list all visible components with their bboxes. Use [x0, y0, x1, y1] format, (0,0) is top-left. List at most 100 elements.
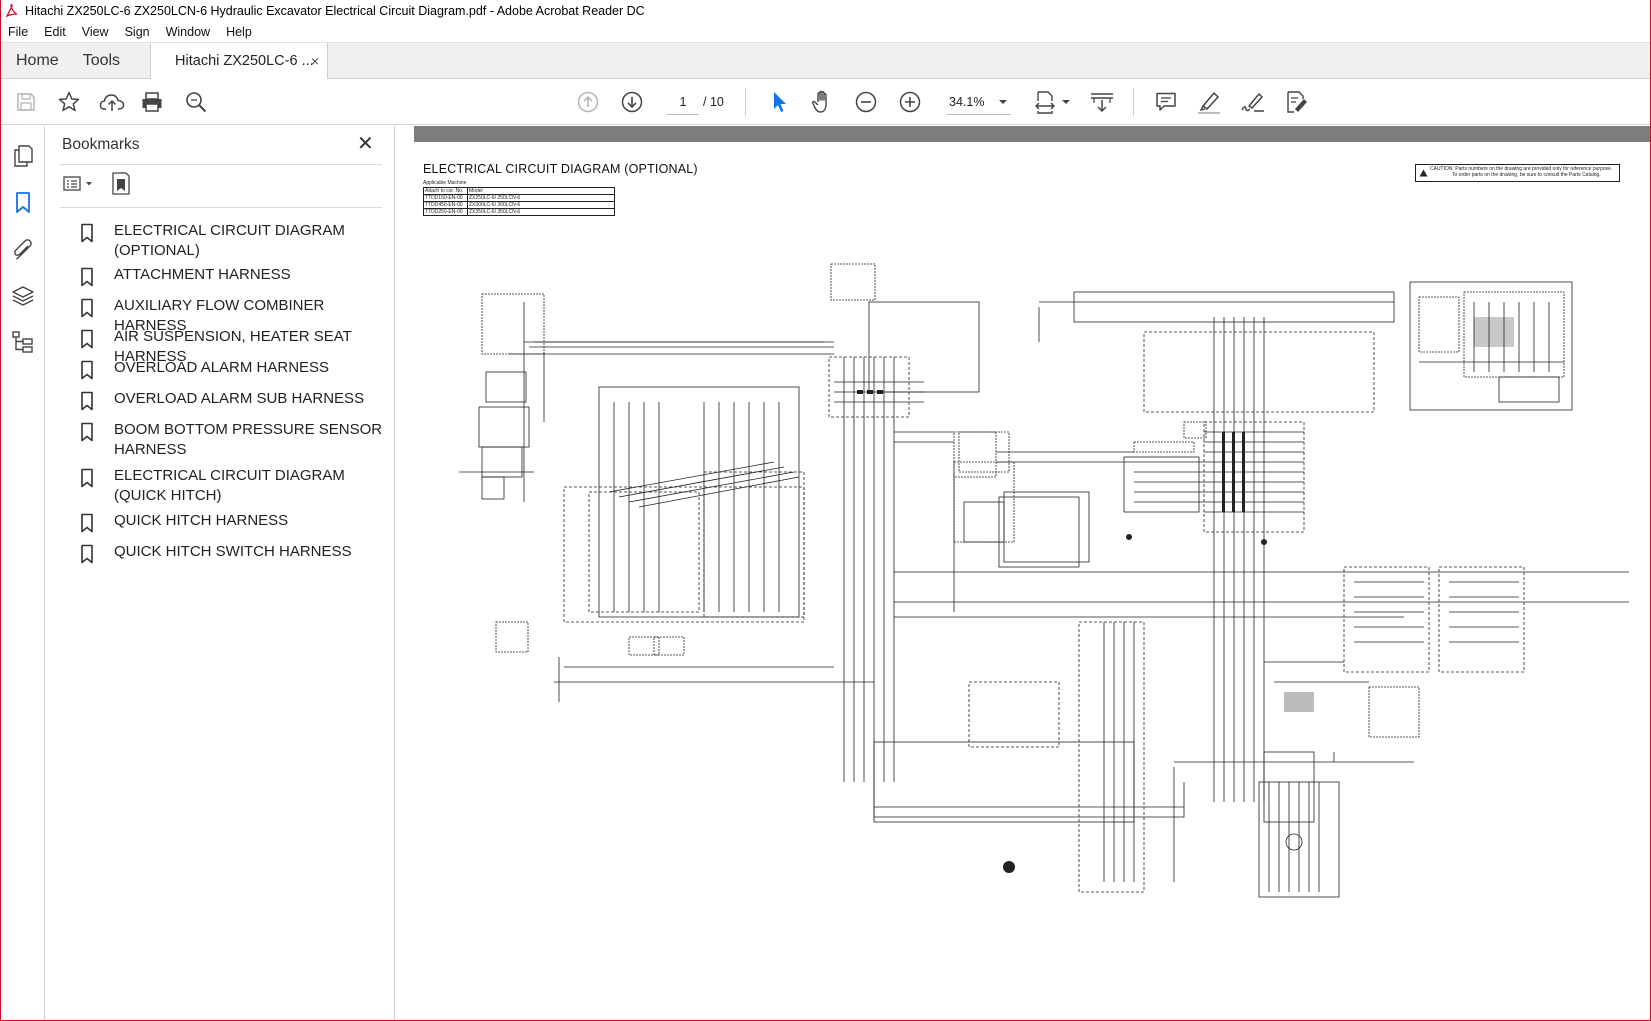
close-tab-icon[interactable]: ×	[310, 53, 320, 69]
warning-icon	[1419, 169, 1428, 177]
bookmark-item-icon	[81, 329, 93, 349]
hand-icon[interactable]	[808, 79, 838, 125]
search-zoom-icon[interactable]	[181, 79, 211, 125]
menu-file[interactable]: File	[8, 24, 29, 39]
upload-icon[interactable]	[97, 79, 127, 125]
bookmark-options-menu[interactable]	[62, 173, 98, 200]
page-gap-band	[414, 126, 1650, 142]
circuit-schematic	[459, 263, 1629, 898]
acrobat-app-icon	[5, 3, 18, 17]
zoom-dropdown-chevron-icon[interactable]	[995, 79, 1011, 125]
toolbar: 1 / 10 34.1%	[1, 79, 1650, 125]
toolbar-divider	[745, 88, 746, 116]
structure-icon[interactable]	[10, 329, 36, 355]
bookmark-item-label: AIR SUSPENSION, HEATER SEAT HARNESS	[114, 328, 352, 365]
scroll-mode-icon[interactable]	[1087, 79, 1117, 125]
tab-home[interactable]: Home	[16, 51, 59, 69]
machine-table: Attach to cor. No. Model TTDD150-EN-00 Z…	[423, 187, 615, 216]
bookmark-item-label: ATTACHMENT HARNESS	[114, 266, 291, 283]
bookmark-item-icon	[81, 513, 93, 533]
bookmark-item[interactable]: ATTACHMENT HARNESS	[79, 265, 389, 287]
menu-view[interactable]: View	[81, 24, 109, 39]
bookmark-item[interactable]: QUICK HITCH SWITCH HARNESS	[79, 542, 389, 564]
layers-icon[interactable]	[10, 283, 36, 309]
attachment-icon[interactable]	[10, 237, 36, 263]
tab-tools[interactable]: Tools	[82, 51, 121, 69]
bookmark-item[interactable]: QUICK HITCH HARNESS	[79, 511, 389, 533]
menu-help[interactable]: Help	[226, 24, 252, 39]
menu-bar: File Edit View Sign Window Help	[1, 21, 1650, 43]
window-title: Hitachi ZX250LC-6 ZX250LCN-6 Hydraulic E…	[25, 3, 645, 18]
bookmark-item-icon	[81, 298, 93, 318]
fit-dropdown-chevron-icon[interactable]	[1059, 79, 1073, 125]
document-viewport[interactable]: ELECTRICAL CIRCUIT DIAGRAM (OPTIONAL) Ap…	[396, 126, 1650, 1020]
sign-icon[interactable]	[1238, 79, 1268, 125]
star-icon[interactable]	[54, 79, 84, 125]
bookmark-item[interactable]: AUXILIARY FLOW COMBINER HARNESS	[79, 296, 389, 336]
bookmark-item[interactable]: ELECTRICAL CIRCUIT DIAGRAM (QUICK HITCH)	[79, 466, 389, 506]
menu-sign[interactable]: Sign	[124, 24, 150, 39]
page-total: / 10	[703, 95, 724, 109]
bookmark-item-label: AUXILIARY FLOW COMBINER HARNESS	[114, 297, 325, 334]
bookmarks-panel-title: Bookmarks	[62, 136, 140, 153]
bookmark-item-icon	[81, 267, 93, 287]
bookmark-item-icon	[81, 544, 93, 564]
tab-document-label: Hitachi ZX250LC-6 ...	[175, 53, 314, 69]
save-icon[interactable]	[11, 79, 41, 125]
bookmark-item-label: ELECTRICAL CIRCUIT DIAGRAM (QUICK HITCH)	[114, 467, 345, 504]
caution-line-1: CAUTION: Parts numbers on the drawing ar…	[1430, 166, 1613, 172]
bookmark-item-label: QUICK HITCH SWITCH HARNESS	[114, 543, 352, 560]
next-page-icon[interactable]	[617, 79, 647, 125]
highlight-icon[interactable]	[1194, 79, 1224, 125]
bookmark-item-label: OVERLOAD ALARM HARNESS	[114, 359, 330, 376]
page-number-input[interactable]: 1	[667, 89, 699, 115]
title-bar: Hitachi ZX250LC-6 ZX250LCN-6 Hydraulic E…	[1, 0, 1650, 21]
zoom-level-input[interactable]: 34.1%	[947, 89, 1011, 115]
zoom-in-icon[interactable]	[895, 79, 925, 125]
new-bookmark-icon	[112, 172, 130, 195]
toolbar-divider	[1133, 88, 1134, 116]
diagram-heading: ELECTRICAL CIRCUIT DIAGRAM (OPTIONAL)	[423, 162, 698, 176]
bookmark-item[interactable]: OVERLOAD ALARM HARNESS	[79, 358, 389, 380]
panel-divider	[60, 207, 382, 208]
bookmark-item[interactable]: BOOM BOTTOM PRESSURE SENSOR HARNESS	[79, 420, 389, 460]
caution-note: CAUTION: Parts numbers on the drawing ar…	[1415, 164, 1620, 182]
bookmark-item-label: BOOM BOTTOM PRESSURE SENSOR HARNESS	[114, 421, 383, 458]
fill-sign-icon[interactable]	[1282, 79, 1312, 125]
menu-edit[interactable]: Edit	[44, 24, 66, 39]
applicable-machine-label: Applicable Machine	[423, 180, 467, 186]
zoom-level-value: 34.1%	[949, 94, 985, 109]
bookmark-item-label: OVERLOAD ALARM SUB HARNESS	[114, 390, 365, 407]
bookmarks-panel: Bookmarks ✕ ELECTRICAL CIRCUIT DIAGRAM (…	[45, 126, 395, 1020]
bookmark-item[interactable]: AIR SUSPENSION, HEATER SEAT HARNESS	[79, 327, 389, 367]
left-icon-rail	[1, 126, 45, 1020]
select-cursor-icon[interactable]	[764, 79, 794, 125]
bookmark-item[interactable]: OVERLOAD ALARM SUB HARNESS	[79, 389, 389, 411]
new-bookmark-button[interactable]	[110, 171, 132, 202]
applicable-machine-table: Applicable Machine Attach to cor. No. Mo…	[423, 180, 615, 216]
bookmark-item-label: QUICK HITCH HARNESS	[114, 512, 289, 529]
tab-bar: Home Tools Hitachi ZX250LC-6 ... ×	[1, 43, 1650, 79]
panel-divider	[60, 164, 382, 165]
bookmark-icon[interactable]	[10, 190, 36, 216]
table-cell: ZX350LC-6/ 350LCN-6	[467, 208, 615, 216]
fit-page-icon[interactable]	[1031, 79, 1061, 125]
print-icon[interactable]	[137, 79, 167, 125]
tab-document[interactable]: Hitachi ZX250LC-6 ... ×	[150, 43, 329, 79]
table-row: TTDD250-EN-00 ZX350LC-6/ 350LCN-6	[423, 208, 615, 216]
bookmark-item[interactable]: ELECTRICAL CIRCUIT DIAGRAM (OPTIONAL)	[79, 221, 389, 261]
pdf-page: ELECTRICAL CIRCUIT DIAGRAM (OPTIONAL) Ap…	[414, 142, 1650, 1020]
bookmark-item-icon	[81, 360, 93, 380]
caution-line-2: To order parts on the drawing, be sure t…	[1452, 172, 1601, 178]
close-panel-icon[interactable]: ✕	[357, 133, 374, 155]
options-list-icon	[63, 176, 92, 191]
bookmark-item-icon	[81, 391, 93, 411]
prev-page-icon[interactable]	[573, 79, 603, 125]
bookmark-item-label: ELECTRICAL CIRCUIT DIAGRAM (OPTIONAL)	[114, 222, 345, 259]
comment-icon[interactable]	[1151, 79, 1181, 125]
bookmark-item-icon	[81, 223, 93, 243]
menu-window[interactable]: Window	[165, 24, 211, 39]
pages-icon[interactable]	[10, 143, 36, 169]
zoom-out-icon[interactable]	[851, 79, 881, 125]
